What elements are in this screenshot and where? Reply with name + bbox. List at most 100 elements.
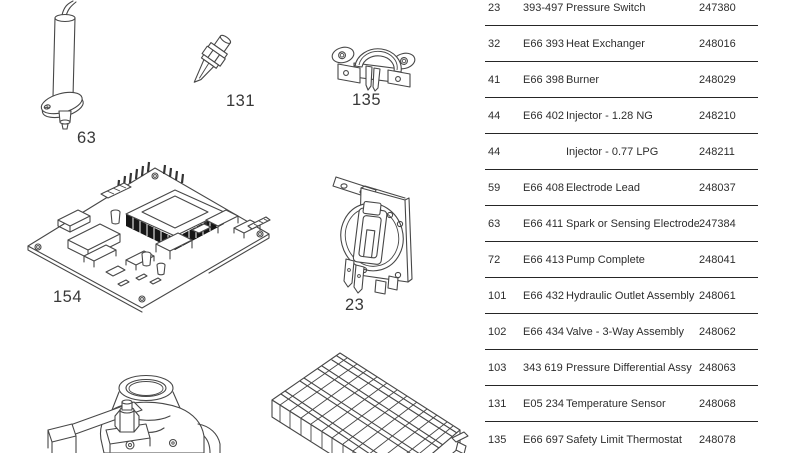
part-code: E66 398 xyxy=(523,73,564,86)
parts-table: 23 393-497 Pressure Switch 247380 32 E66… xyxy=(485,0,758,453)
part-description: Pump Complete xyxy=(566,253,645,266)
spark-electrode-illustration xyxy=(28,0,104,132)
pcb-components xyxy=(57,182,271,287)
item-number: 101 xyxy=(488,289,507,302)
safety-limit-thermostat-illustration xyxy=(330,34,420,96)
pump-drawing xyxy=(47,374,221,453)
thermostat-right-tab xyxy=(387,69,411,88)
pump-illustration xyxy=(38,368,233,453)
pcb-pin-headers xyxy=(116,161,185,191)
stock-number: 248062 xyxy=(699,325,736,338)
pressure-switch-terminals xyxy=(343,258,365,294)
stock-number: 248041 xyxy=(699,253,736,266)
sensor-cap xyxy=(219,34,232,44)
table-row: 44 E66 402 Injector - 1.28 NG 248210 xyxy=(485,98,758,134)
heat-exchanger-illustration xyxy=(260,336,470,453)
pcb-corner-holes xyxy=(34,172,264,303)
stock-number: 248068 xyxy=(699,397,736,410)
electrode-body xyxy=(52,17,76,98)
heat-exchanger-drawing xyxy=(271,352,469,453)
part-description: Heat Exchanger xyxy=(566,37,645,50)
stock-number: 248211 xyxy=(699,145,735,158)
table-row: 72 E66 413 Pump Complete 248041 xyxy=(485,242,758,278)
thermostat-left-tab xyxy=(337,63,361,84)
table-row: 131 E05 234 Temperature Sensor 248068 xyxy=(485,386,758,422)
sensor-probe-tip xyxy=(193,59,215,83)
part-label-131: 131 xyxy=(226,92,256,110)
part-label-154: 154 xyxy=(53,288,83,306)
temperature-sensor-drawing xyxy=(193,34,232,83)
item-number: 103 xyxy=(488,361,507,374)
thermostat-left-ear xyxy=(331,46,355,64)
stock-number: 247384 xyxy=(699,217,736,230)
part-code: E66 413 xyxy=(523,253,564,266)
part-description: Hydraulic Outlet Assembly xyxy=(566,289,695,302)
part-description: Valve - 3-Way Assembly xyxy=(566,325,684,338)
electrode-flange xyxy=(40,91,84,119)
part-code: E66 408 xyxy=(523,181,564,194)
temperature-sensor-illustration xyxy=(190,34,242,104)
part-description: Injector - 0.77 LPG xyxy=(566,145,659,158)
part-code: E66 393 xyxy=(523,37,564,50)
heat-exchanger-rails xyxy=(279,357,454,453)
part-code: E66 434 xyxy=(523,325,564,338)
part-code: E05 234 xyxy=(523,397,564,410)
part-code: E66 411 xyxy=(523,217,564,230)
stock-number: 248078 xyxy=(699,433,736,446)
pressure-switch-illustration xyxy=(326,175,426,300)
item-number: 59 xyxy=(488,181,501,194)
pump-hex-fitting xyxy=(105,399,151,453)
table-row: 41 E66 398 Burner 248029 xyxy=(485,62,758,98)
stock-number: 248029 xyxy=(699,73,736,86)
part-description: Temperature Sensor xyxy=(566,397,666,410)
table-row: 102 E66 434 Valve - 3-Way Assembly 24806… xyxy=(485,314,758,350)
part-code: E66 432 xyxy=(523,289,564,302)
item-number: 41 xyxy=(488,73,501,86)
table-row: 103 343 619 Pressure Differential Assy 2… xyxy=(485,350,758,386)
item-number: 63 xyxy=(488,217,501,230)
table-row: 32 E66 393 Heat Exchanger 248016 xyxy=(485,26,758,62)
part-description: Pressure Differential Assy xyxy=(566,361,692,374)
part-description: Injector - 1.28 NG xyxy=(566,109,653,122)
stock-number: 248061 xyxy=(699,289,736,302)
heat-exchanger-bands xyxy=(280,355,458,453)
stock-number: 248037 xyxy=(699,181,736,194)
part-code: 393-497 xyxy=(523,1,564,14)
item-number: 135 xyxy=(488,433,507,446)
table-row: 44 Injector - 0.77 LPG 248211 xyxy=(485,134,758,170)
part-code: 343 619 xyxy=(523,361,563,374)
pressure-switch-drawing xyxy=(332,176,413,295)
part-description: Electrode Lead xyxy=(566,181,640,194)
heat-exchanger-front xyxy=(271,399,357,453)
part-description: Burner xyxy=(566,73,600,86)
part-description: Pressure Switch xyxy=(566,1,646,14)
spark-electrode-drawing xyxy=(40,0,84,130)
part-code: E66 402 xyxy=(523,109,564,122)
item-number: 44 xyxy=(488,145,501,158)
table-row: 63 E66 411 Spark or Sensing Electrode 24… xyxy=(485,206,758,242)
electrode-wire xyxy=(61,0,74,16)
table-row: 135 E66 697 Safety Limit Thermostat 2480… xyxy=(485,422,758,453)
control-board-drawing xyxy=(27,161,271,313)
part-label-23: 23 xyxy=(345,296,365,314)
pcb-board xyxy=(27,167,270,309)
table-row: 23 393-497 Pressure Switch 247380 xyxy=(485,0,758,26)
heat-exchanger-end xyxy=(432,429,461,453)
item-number: 23 xyxy=(488,1,501,14)
stock-number: 248016 xyxy=(699,37,736,50)
part-description: Spark or Sensing Electrode xyxy=(566,217,699,230)
stock-number: 248210 xyxy=(699,109,736,122)
table-row: 59 E66 408 Electrode Lead 248037 xyxy=(485,170,758,206)
part-label-63: 63 xyxy=(77,129,97,147)
item-number: 102 xyxy=(488,325,507,338)
safety-limit-thermostat-drawing xyxy=(331,46,416,92)
stock-number: 248063 xyxy=(699,361,736,374)
thermostat-terminal xyxy=(365,65,373,91)
stock-number: 247380 xyxy=(699,1,736,14)
table-row: 101 E66 432 Hydraulic Outlet Assembly 24… xyxy=(485,278,758,314)
item-number: 72 xyxy=(488,253,501,266)
part-code: E66 697 xyxy=(523,433,564,446)
part-label-135: 135 xyxy=(352,91,382,109)
part-description: Safety Limit Thermostat xyxy=(566,433,682,446)
